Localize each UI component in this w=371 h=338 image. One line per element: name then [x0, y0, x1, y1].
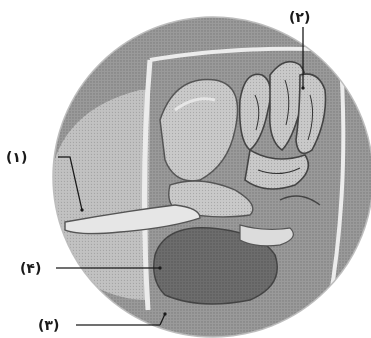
callout-label-4: (۴): [20, 261, 41, 277]
callout-label-1: (۱): [6, 150, 27, 166]
callout-label-2: (۲): [289, 10, 310, 26]
callout-label-3: (۳): [38, 318, 59, 334]
